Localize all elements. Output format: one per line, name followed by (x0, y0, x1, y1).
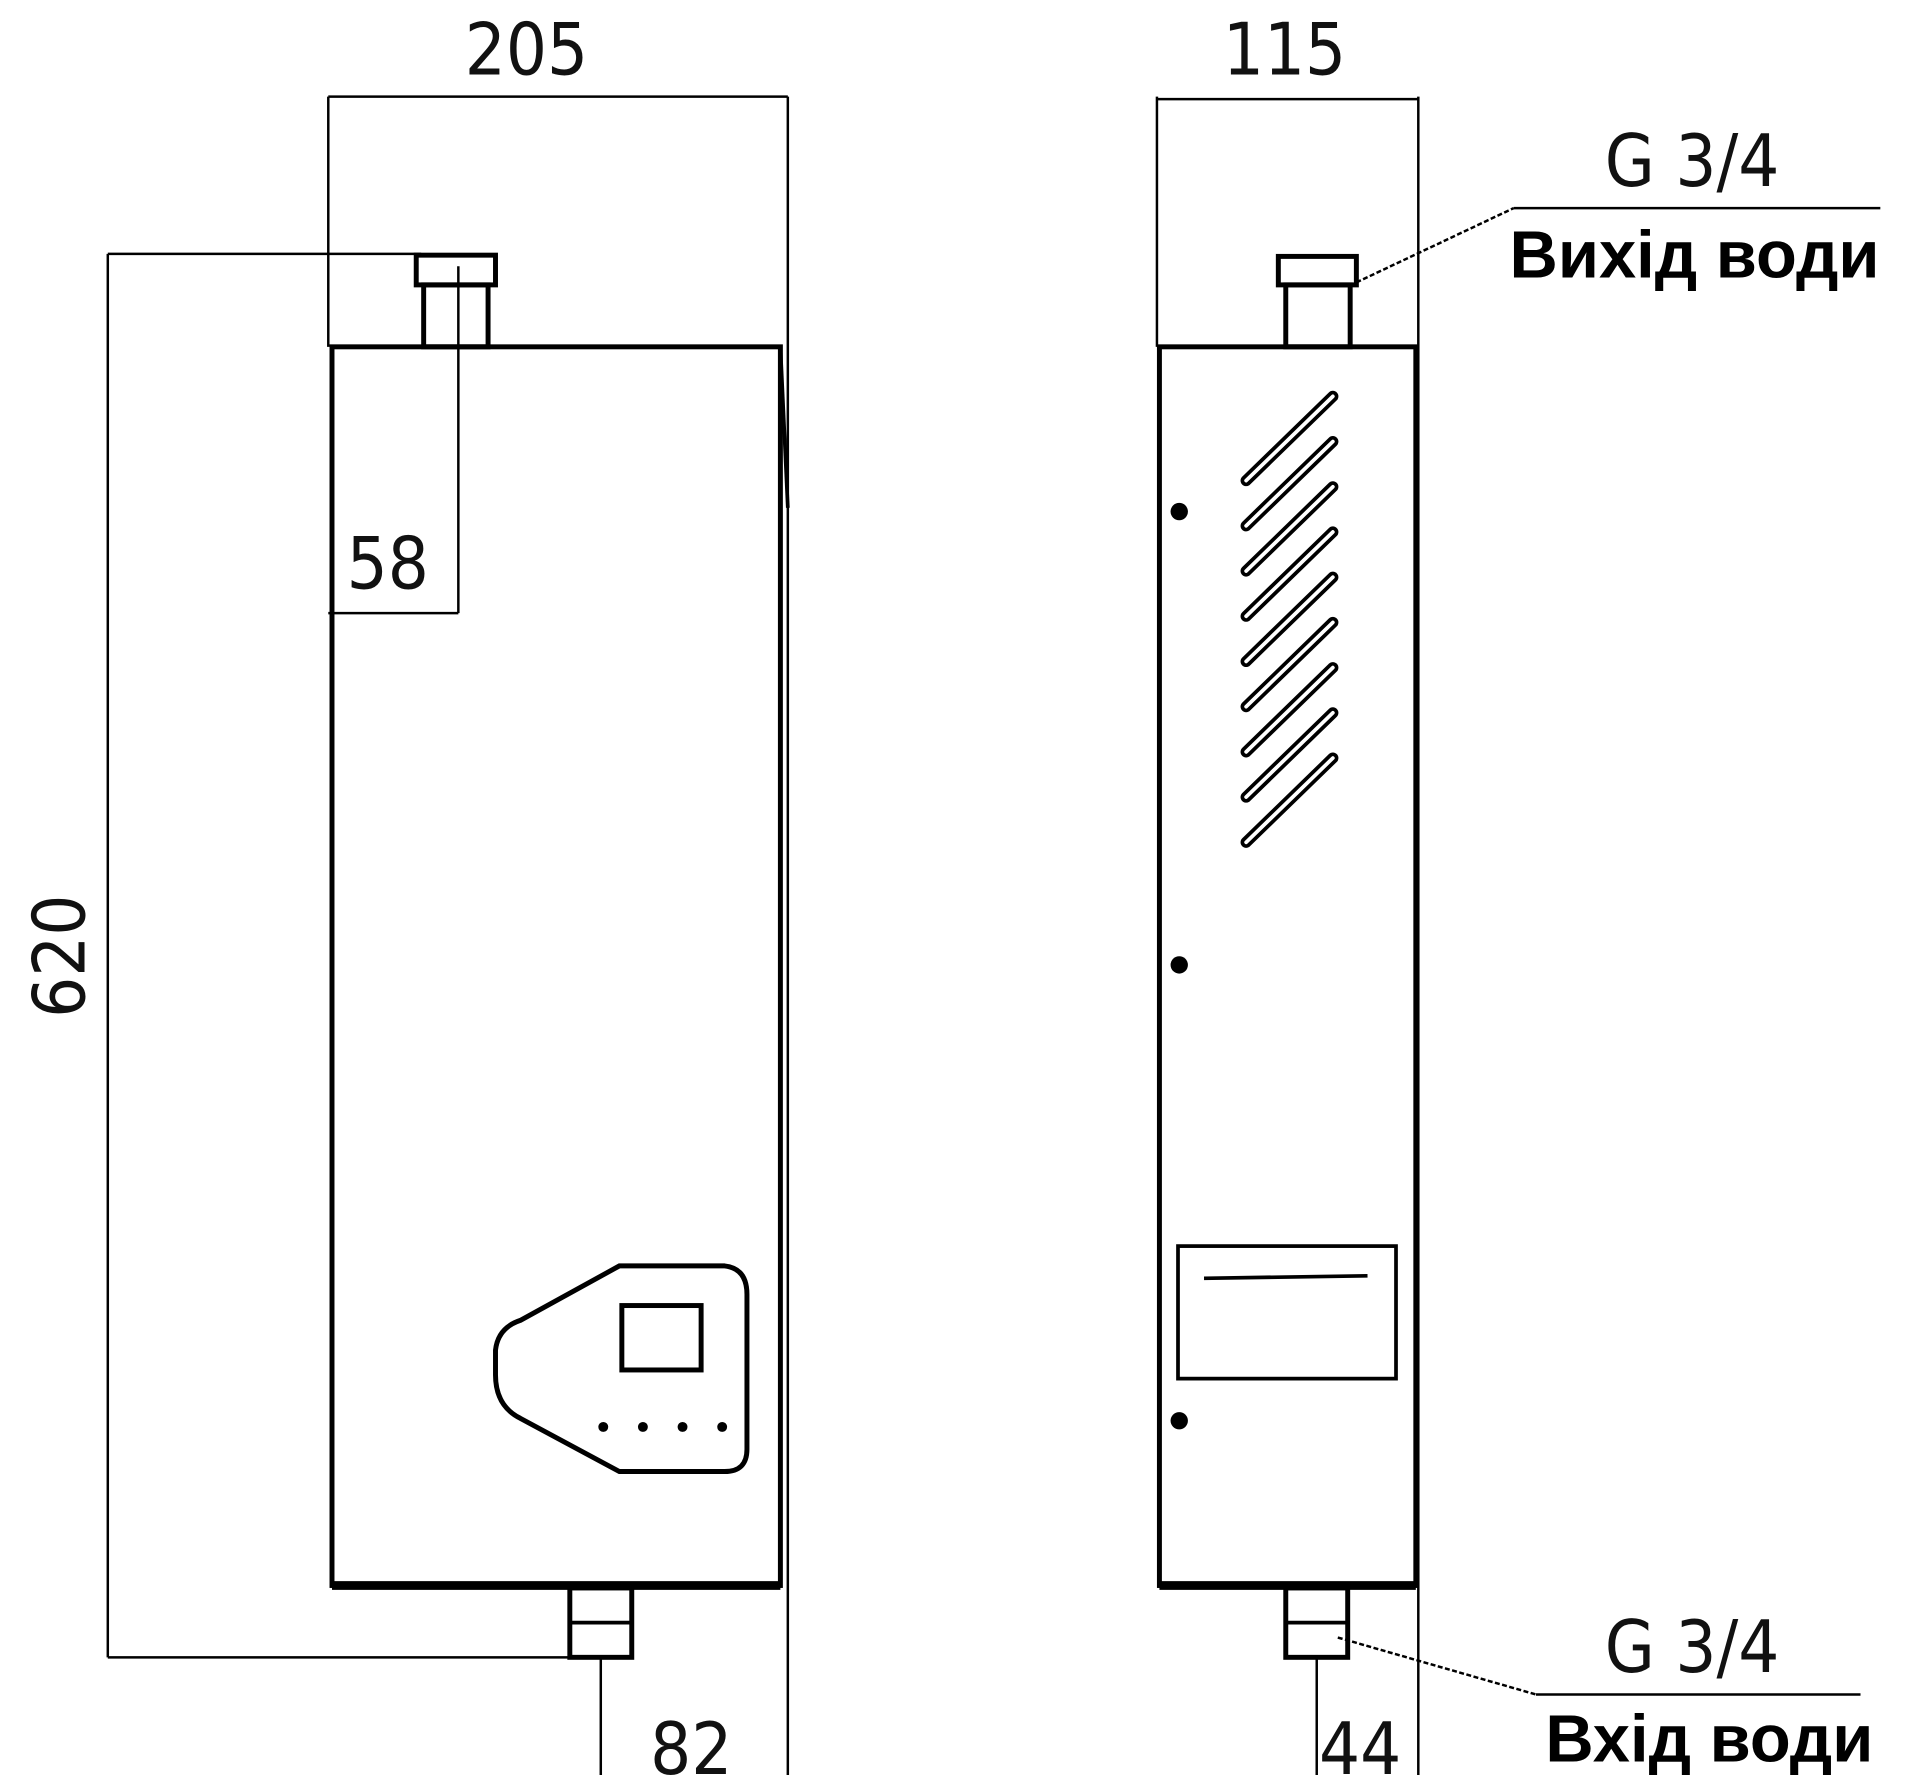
height-dimension: 620 (17, 895, 101, 1018)
outlet-nut (413, 252, 498, 288)
outlet-pipe (421, 282, 491, 350)
outlet-nut (1275, 253, 1359, 288)
nameplate (1176, 1244, 1398, 1381)
button-dot (598, 1421, 609, 1432)
top-pipe-offset-dimension: 58 (347, 521, 429, 605)
vent-slot (1244, 620, 1335, 709)
width-dimension: 205 (465, 7, 588, 91)
outlet-pipe (1283, 282, 1353, 350)
mount-dot (1170, 956, 1188, 974)
vent-slot (1244, 756, 1335, 845)
vent-slot (1244, 665, 1335, 754)
mount-dot (1170, 502, 1188, 521)
button-dot (677, 1421, 688, 1432)
side-bottom-pipe-offset-dimension: 44 (1319, 1707, 1401, 1775)
button-dot (717, 1421, 728, 1432)
mount-dot (1170, 1412, 1188, 1430)
inlet-label: Вхід води (1545, 1701, 1873, 1775)
front-view: 205 620 58 82 (17, 7, 790, 1775)
outlet-thread: G 3/4 (1605, 119, 1780, 203)
inlet-thread: G 3/4 (1605, 1605, 1780, 1689)
ventilation-slots (1240, 390, 1339, 848)
display-screen (619, 1303, 704, 1373)
side-view: 115 44 G 3/4 Вихід води G 3/4 Вхід води (1155, 7, 1881, 1775)
vent-slot (1244, 439, 1335, 528)
outlet-label: Вихід води (1510, 217, 1880, 292)
vent-slot (1244, 575, 1335, 664)
bottom-pipe-offset-dimension: 82 (650, 1707, 732, 1775)
depth-dimension: 115 (1223, 7, 1346, 91)
vent-slot (1244, 710, 1335, 799)
button-dot (637, 1421, 648, 1432)
vent-slot (1244, 484, 1335, 573)
vent-slot (1244, 530, 1335, 619)
vent-slot (1244, 394, 1335, 483)
control-panel (493, 1263, 750, 1475)
